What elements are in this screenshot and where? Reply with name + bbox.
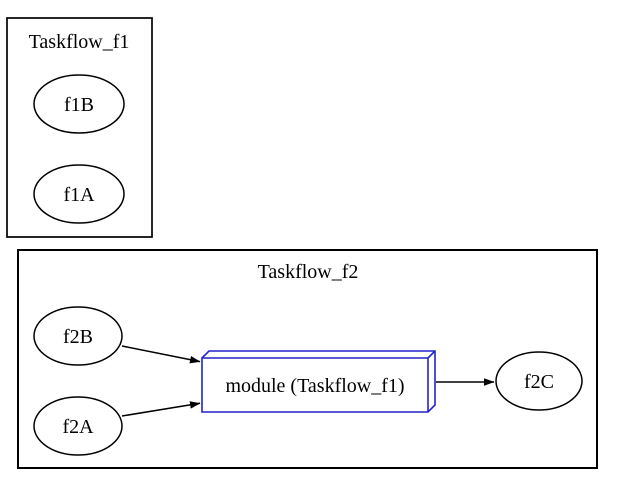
cluster-taskflow-f2-label: Taskflow_f2 <box>258 261 359 283</box>
node-module-box3d: module (Taskflow_f1) <box>201 350 436 413</box>
edge-f2A-to-module <box>121 401 201 417</box>
node-f1A-label: f1A <box>63 184 95 206</box>
node-f1A <box>33 164 125 224</box>
node-module-outline <box>201 350 436 413</box>
node-f2B-label: f2B <box>63 326 93 348</box>
node-f2A-label: f2A <box>62 416 94 438</box>
node-f1B-label: f1B <box>64 94 94 116</box>
node-f2C-label: f2C <box>524 371 554 393</box>
cluster-taskflow-f1: Taskflow_f1 f1B f1A <box>6 17 153 238</box>
node-f2C <box>495 351 583 411</box>
cluster-taskflow-f2-border <box>17 249 598 469</box>
cluster-taskflow-f1-label: Taskflow_f1 <box>29 31 130 53</box>
node-f2B <box>33 306 123 366</box>
cluster-taskflow-f1-border <box>6 17 153 238</box>
node-module-label: module (Taskflow_f1) <box>225 375 404 397</box>
cluster-taskflow-f2: Taskflow_f2 f2B f2A module (Taskflow_f1)… <box>17 249 598 469</box>
node-module-3d-edges <box>202 350 436 412</box>
edge-f2B-to-module <box>121 345 201 364</box>
node-f1B <box>33 74 125 134</box>
node-f2A <box>33 396 123 456</box>
